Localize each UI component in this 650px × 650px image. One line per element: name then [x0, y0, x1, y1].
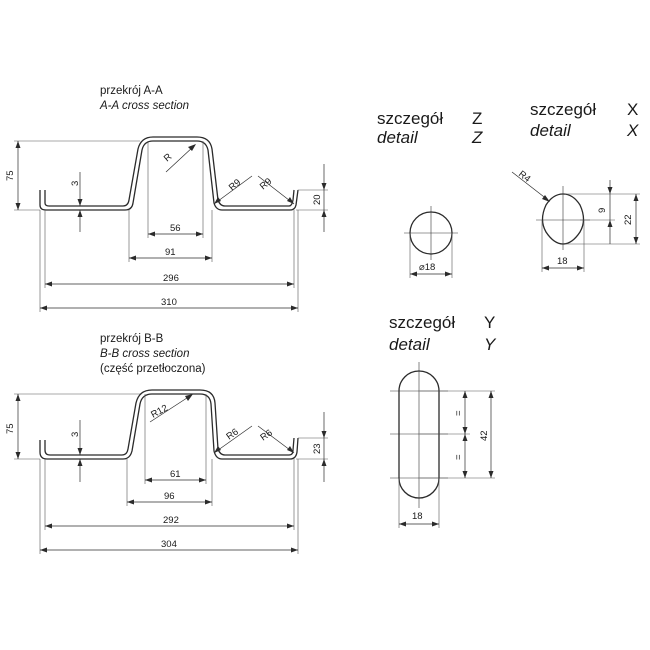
- dim-aa-span-total: 310: [161, 297, 177, 308]
- detail-y-eq-bottom: =: [453, 454, 464, 460]
- dim-bb-span-total: 304: [161, 539, 177, 550]
- detail-x-letter-en: X: [626, 121, 639, 140]
- detail-x-width: 18: [557, 256, 568, 267]
- section-aa-title-en: A-A cross section: [99, 100, 189, 112]
- detail-y-width: 18: [412, 511, 423, 522]
- section-aa-profile-outer: [39, 140, 299, 211]
- detail-z-title-en: detail: [377, 128, 419, 147]
- detail-x-height-total: 22: [623, 214, 634, 225]
- section-aa-title-pl: przekrój A-A: [100, 85, 163, 97]
- section-aa-profile-inner: [44, 136, 295, 207]
- detail-y-height: 42: [479, 430, 490, 441]
- detail-x-title-en: detail: [530, 121, 572, 140]
- detail-x-height-small: 9: [597, 208, 608, 213]
- dim-aa-thickness: 3: [70, 181, 81, 186]
- detail-x: szczegół X detail X R4 9 22 18: [511, 100, 640, 272]
- detail-x-title-pl: szczegół: [530, 100, 596, 119]
- detail-y-title-pl: szczegół: [389, 313, 455, 332]
- dim-bb-height: 75: [5, 423, 16, 434]
- detail-y: szczegół Y detail Y = = 42 18: [389, 313, 497, 528]
- detail-z-letter-en: Z: [471, 128, 483, 147]
- detail-y-letter-pl: Y: [484, 313, 495, 332]
- dim-bb-radius-right: R6: [258, 427, 274, 443]
- dim-aa-bottom-width: 91: [165, 247, 176, 258]
- detail-z: szczegół Z detail Z ⌀18: [377, 109, 483, 278]
- dim-aa-height-right: 20: [312, 194, 323, 205]
- detail-x-letter-pl: X: [627, 100, 638, 119]
- dim-aa-height: 75: [5, 170, 16, 181]
- detail-z-diameter: ⌀18: [419, 262, 435, 273]
- dim-aa-radius-left: R9: [227, 177, 243, 193]
- dim-aa-span-inner: 296: [163, 273, 179, 284]
- dim-aa-radius-top: R: [162, 151, 174, 164]
- dim-aa-radius-right: R9: [258, 176, 274, 192]
- detail-z-letter-pl: Z: [472, 109, 482, 128]
- section-bb-profile-inner: [44, 389, 295, 456]
- section-bb-title-pl: przekrój B-B: [100, 333, 164, 345]
- dim-bb-radius-top: R12: [149, 403, 170, 421]
- section-bb-subtitle: (część przetłoczona): [100, 363, 206, 375]
- section-aa: przekrój A-A A-A cross section 75 3 R R9…: [5, 85, 328, 312]
- detail-y-title-en: detail: [389, 335, 431, 354]
- dim-bb-height-right: 23: [312, 443, 323, 454]
- section-bb-title-en: B-B cross section: [100, 348, 189, 360]
- section-bb-profile-outer: [39, 393, 299, 460]
- dim-bb-radius-left: R6: [224, 426, 240, 442]
- detail-y-eq-top: =: [453, 410, 464, 416]
- section-bb: przekrój B-B B-B cross section (część pr…: [5, 333, 328, 554]
- detail-x-radius: R4: [516, 169, 532, 185]
- dim-bb-bottom-width: 96: [164, 491, 175, 502]
- detail-z-title-pl: szczegół: [377, 109, 443, 128]
- detail-y-letter-en: Y: [484, 335, 497, 354]
- dim-bb-thickness: 3: [70, 432, 81, 437]
- dim-bb-span-inner: 292: [163, 515, 179, 526]
- dim-aa-top-width: 56: [170, 223, 181, 234]
- dim-bb-top-width: 61: [170, 469, 181, 480]
